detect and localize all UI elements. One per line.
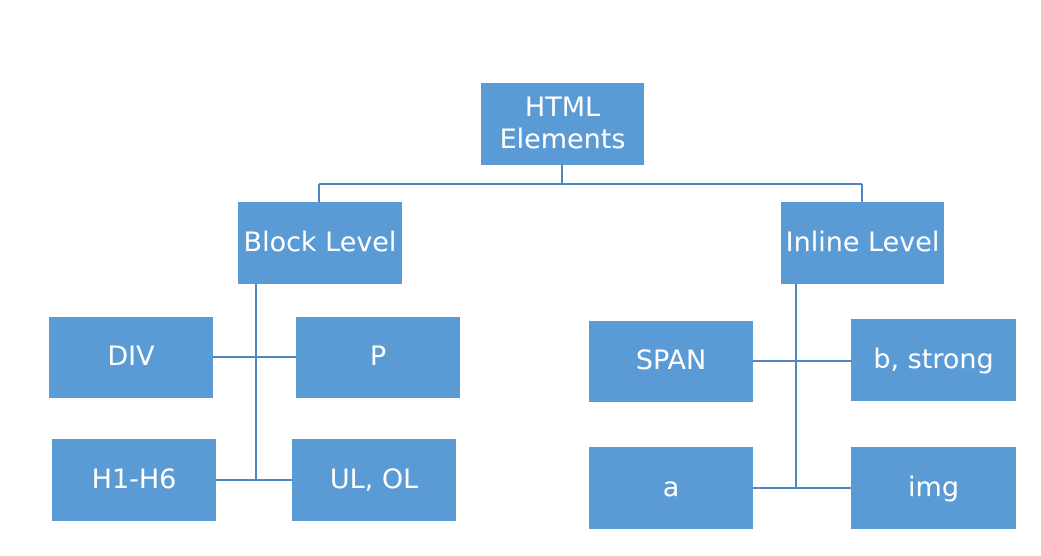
node-span: SPAN bbox=[589, 321, 753, 402]
node-block-level-label: Block Level bbox=[243, 226, 397, 258]
node-a: a bbox=[589, 447, 753, 529]
node-h1-h6-label: H1-H6 bbox=[91, 463, 177, 495]
node-b-strong: b, strong bbox=[851, 319, 1016, 401]
node-ul-ol: UL, OL bbox=[292, 439, 456, 521]
node-span-label: SPAN bbox=[635, 345, 707, 377]
node-p: P bbox=[296, 317, 460, 398]
node-html-elements: HTML Elements bbox=[481, 83, 644, 165]
node-a-label: a bbox=[662, 471, 680, 503]
node-h1-h6: H1-H6 bbox=[52, 439, 216, 521]
node-html-elements-label: HTML Elements bbox=[499, 91, 626, 155]
node-div: DIV bbox=[49, 317, 213, 398]
node-div-label: DIV bbox=[107, 341, 155, 373]
node-b-strong-label: b, strong bbox=[873, 343, 994, 375]
node-p-label: P bbox=[369, 341, 387, 373]
node-img: img bbox=[851, 447, 1016, 529]
node-inline-level: Inline Level bbox=[781, 202, 944, 284]
node-img-label: img bbox=[908, 471, 959, 503]
node-ul-ol-label: UL, OL bbox=[329, 463, 419, 495]
node-block-level: Block Level bbox=[238, 202, 402, 284]
node-inline-level-label: Inline Level bbox=[785, 226, 940, 258]
